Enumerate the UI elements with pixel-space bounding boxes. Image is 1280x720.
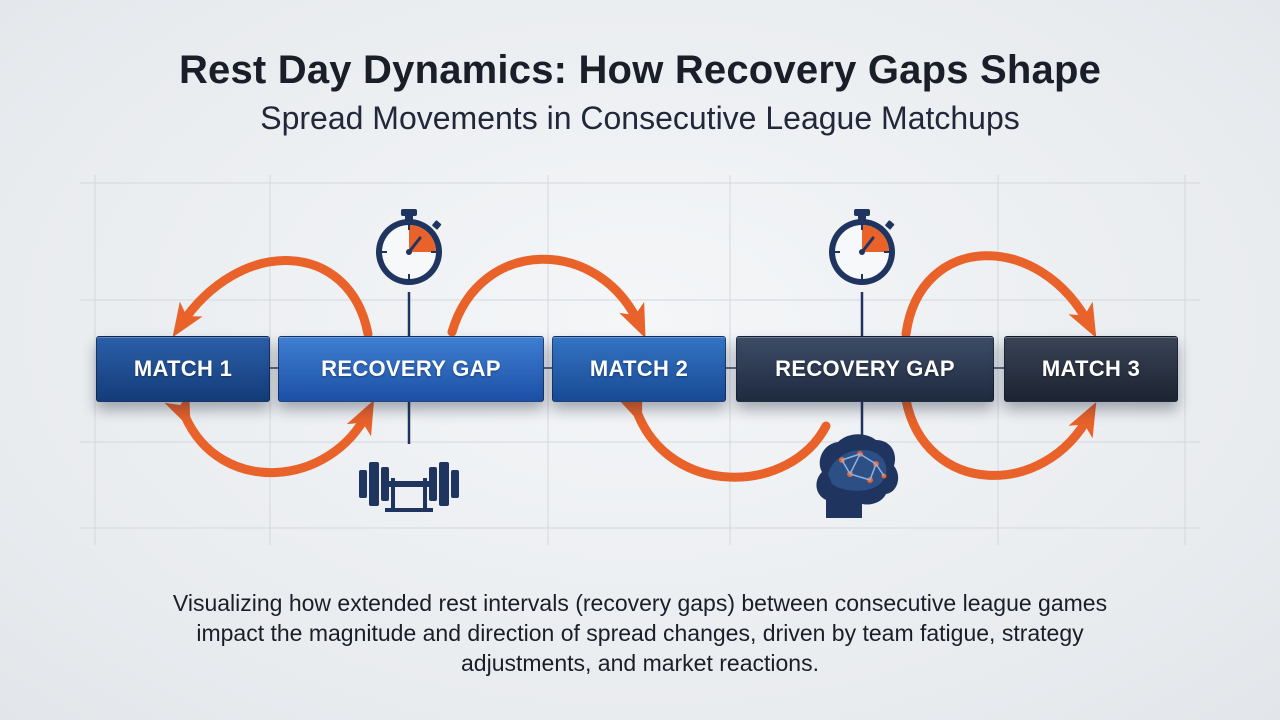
node-label: MATCH 1 bbox=[133, 356, 233, 381]
page-subtitle: Spread Movements in Consecutive League M… bbox=[260, 100, 1020, 136]
arrow-match2-to-gap2-bottom bbox=[616, 388, 831, 482]
node-label: MATCH 2 bbox=[589, 356, 689, 381]
background-grid bbox=[80, 175, 1200, 545]
arrow-match1-to-gap1-bottom bbox=[164, 391, 375, 478]
caption-text: Visualizing how extended rest intervals … bbox=[172, 590, 1108, 676]
arrow-gap2-to-match3-top bbox=[901, 251, 1097, 339]
match-1-node: MATCH 1 bbox=[96, 336, 270, 402]
node-label: RECOVERY GAP bbox=[775, 356, 955, 381]
icon-stems bbox=[407, 292, 864, 444]
node-label: RECOVERY GAP bbox=[321, 356, 501, 381]
stopwatch-icon bbox=[829, 209, 895, 285]
match-3-node: MATCH 3 bbox=[1004, 336, 1178, 402]
recovery-gap-1-node: RECOVERY GAP bbox=[278, 336, 544, 402]
match-2-node: MATCH 2 bbox=[552, 336, 726, 402]
stopwatch-icon bbox=[376, 209, 442, 285]
brain-head-icon bbox=[816, 434, 899, 518]
arrow-gap1-to-match1-top bbox=[172, 256, 373, 339]
node-label: MATCH 3 bbox=[1041, 356, 1141, 381]
page-title: Rest Day Dynamics: How Recovery Gaps Sha… bbox=[178, 48, 1102, 92]
dumbbell-icon bbox=[359, 462, 459, 512]
arrow-gap1-to-match2-top bbox=[447, 254, 646, 339]
arrow-gap2-to-match3-bottom bbox=[901, 395, 1097, 480]
recovery-gap-2-node: RECOVERY GAP bbox=[736, 336, 994, 402]
